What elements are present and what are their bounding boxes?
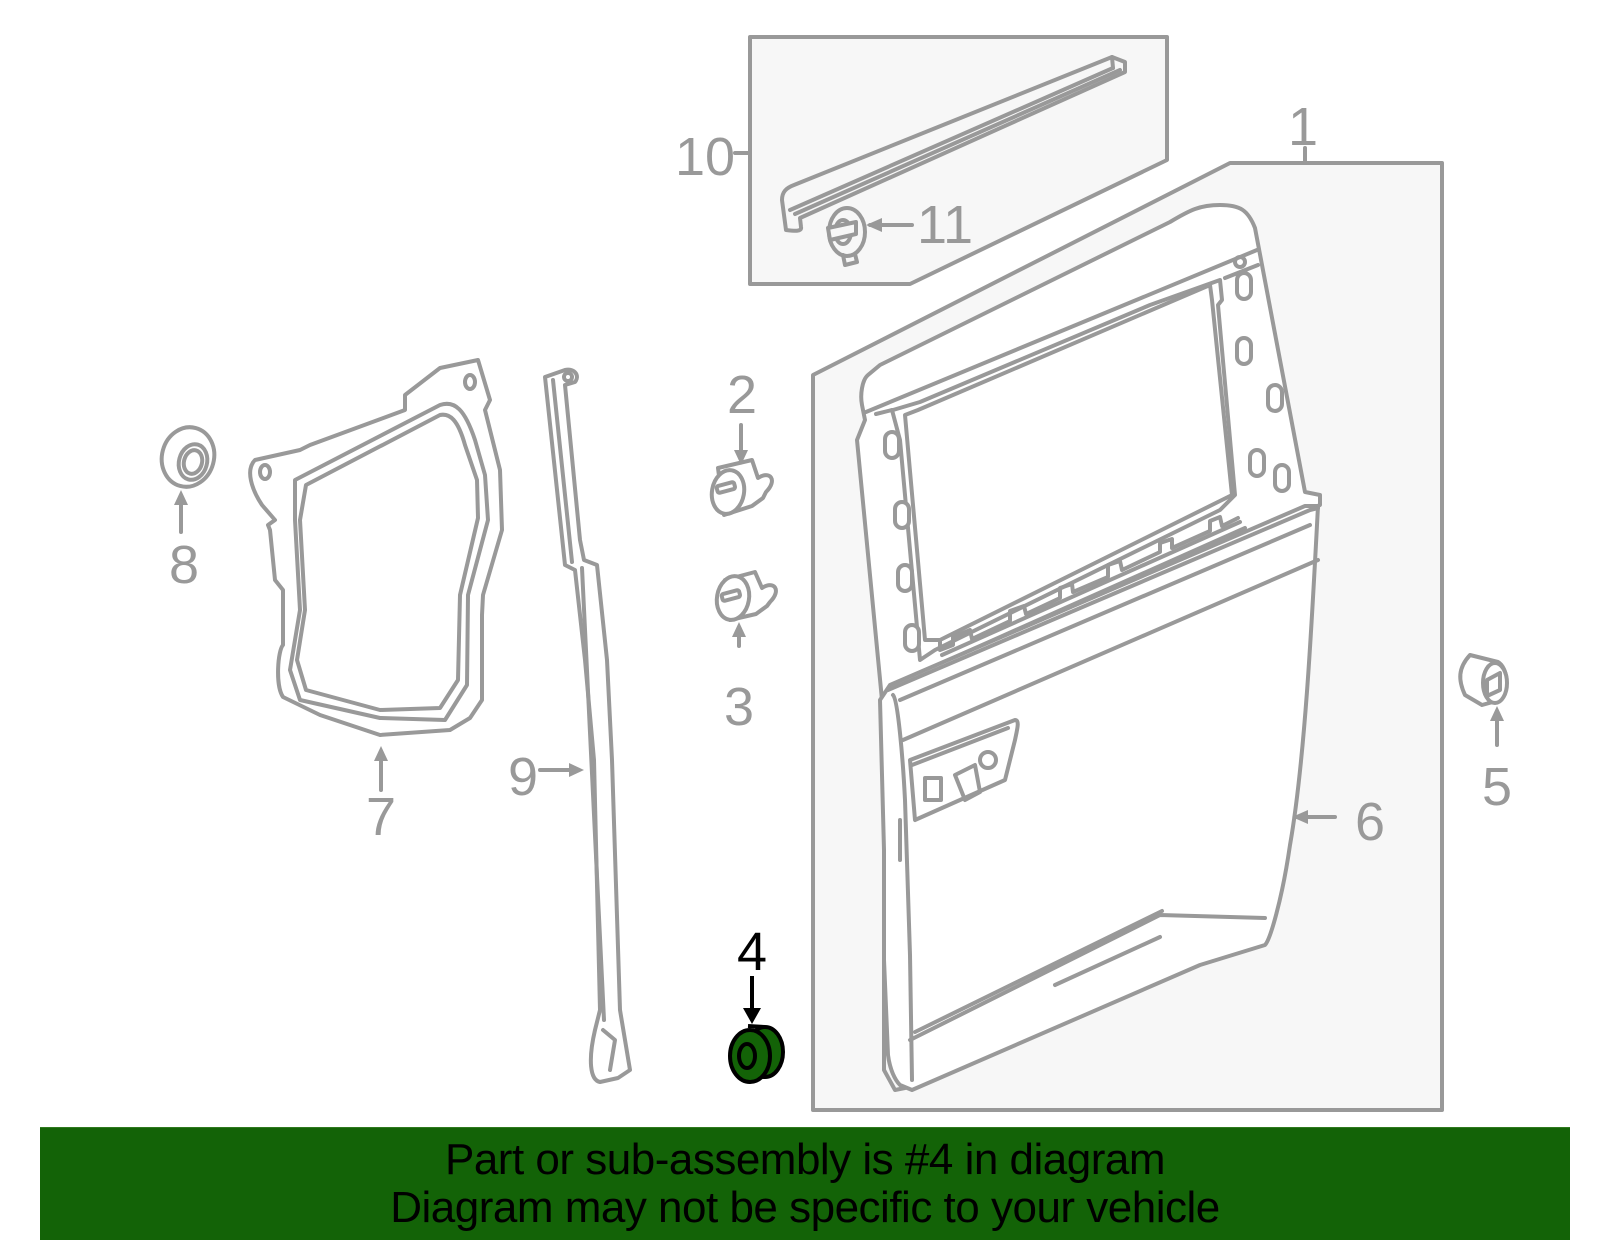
part-7-seal-icon	[248, 358, 504, 792]
banner-disclaimer-text: Diagram may not be specific to your vehi…	[390, 1183, 1220, 1232]
part-4-bushing-icon	[728, 976, 785, 1084]
callout-8: 8	[168, 535, 200, 595]
part-3-fastener-icon	[714, 570, 778, 648]
part-5-grommet-icon	[1458, 653, 1509, 747]
part-8-plug-icon	[159, 425, 217, 534]
callout-11: 11	[916, 195, 974, 255]
part-info-banner: Part or sub-assembly is #4 in diagram Di…	[40, 1127, 1570, 1240]
callout-6: 6	[1354, 792, 1386, 852]
callout-1: 1	[1287, 97, 1319, 157]
callout-9: 9	[507, 747, 539, 807]
callout-10: 10	[674, 127, 736, 187]
part-10-11-box	[733, 35, 1169, 286]
banner-part-text: Part or sub-assembly is #4 in diagram	[444, 1135, 1166, 1184]
fastener-slots-left	[883, 430, 921, 653]
callout-2: 2	[726, 365, 758, 425]
part-9-weatherstrip-icon	[538, 367, 632, 1084]
fastener-slots-right	[1233, 255, 1291, 493]
callout-4: 4	[736, 922, 768, 982]
callout-5: 5	[1481, 757, 1513, 817]
door-handle-pocket-icon	[908, 718, 1020, 822]
door-shell-icon	[855, 203, 1337, 1092]
molding-strip-icon	[780, 55, 1127, 233]
callout-3: 3	[723, 677, 755, 737]
part-2-fastener-icon	[709, 423, 774, 517]
callout-7: 7	[365, 787, 397, 847]
clip-11-icon	[826, 206, 914, 267]
